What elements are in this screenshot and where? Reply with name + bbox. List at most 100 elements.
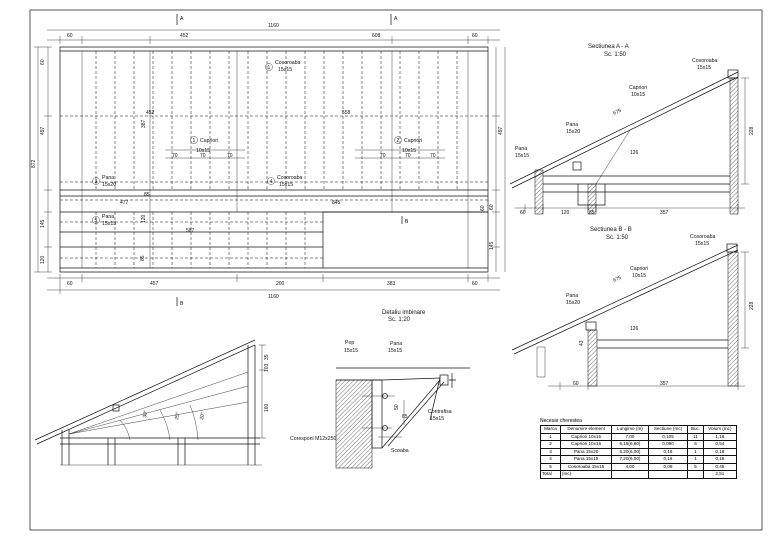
table-cell: 2: [540, 440, 561, 449]
header-cell: Denumire element: [559, 425, 613, 434]
table-cell: 0,090: [647, 440, 689, 449]
table-cell: 7,20(6,00): [611, 455, 649, 464]
member-label: 15x15: [344, 348, 358, 354]
header-cell: Sectiune (mc): [647, 425, 689, 434]
dim-text: 70: [430, 153, 436, 159]
dim-text: 35: [264, 354, 270, 360]
section-mark: B: [405, 219, 409, 225]
member-label: Pana: [102, 214, 114, 220]
dim-text: 452: [180, 33, 189, 39]
member-label: Scoaba: [391, 448, 409, 454]
member-label: Pana: [102, 175, 114, 181]
member-label: 15x20: [102, 182, 116, 188]
table-cell: 6: [687, 440, 704, 449]
dim-text: 85: [140, 255, 146, 261]
member-label: 15x15: [515, 153, 529, 159]
dim-text: 357: [660, 381, 669, 387]
member-label: Pop: [345, 340, 354, 346]
section-mark: A: [180, 16, 184, 22]
table-cell: [687, 470, 704, 479]
dim-text: 20°: [199, 412, 206, 420]
table-cell: 5,20(6,00): [611, 447, 649, 456]
dim-text: 60: [40, 59, 46, 65]
dim-text: 872: [31, 159, 37, 168]
section-scale: Sc. 1:50: [604, 52, 627, 58]
section-a-a: [509, 69, 749, 215]
joint-detail: [335, 367, 470, 469]
detail-scale: Sc. 1:20: [388, 317, 411, 323]
member-label: 15x15: [278, 67, 292, 73]
truss-elevation: [34, 339, 266, 466]
dim-text: 608: [372, 33, 381, 39]
member-label: 15x15: [695, 241, 709, 247]
dim-text: 60: [472, 33, 478, 39]
section-mark: A: [394, 16, 398, 22]
table-cell: Pana 15x20: [559, 447, 613, 456]
dim-text: 120: [40, 255, 46, 264]
dim-text: 452: [146, 110, 155, 116]
member-label: 15x15: [430, 416, 444, 422]
table-cell: 6,15(6,90): [611, 440, 649, 449]
dim-text: 85: [144, 192, 150, 198]
member-label: Pana: [515, 146, 527, 152]
member-label: Pana: [390, 341, 402, 347]
member-label: 10x15: [402, 148, 416, 154]
table-cell: Capriori 10x15: [559, 440, 613, 449]
dim-text: 457: [150, 281, 159, 287]
joint-detail-labels: Detaliu imbinare Sc. 1:20 Pop 15x15 Pana…: [290, 310, 452, 454]
member-mark: 3: [95, 179, 98, 185]
member-label: Pana: [566, 122, 578, 128]
table-caption: Necesar cherestea: [540, 418, 582, 424]
dim-text: 675: [612, 275, 622, 284]
table-cell: 1: [540, 432, 561, 441]
dim-text: 357: [660, 210, 669, 216]
member-label: 10x15: [196, 148, 210, 154]
table-header-row: Marca Denumire element Lungime (m) Secti…: [540, 425, 738, 434]
header-cell: Marca: [540, 425, 561, 434]
plan-dimension-labels: 1160 60 452 608 60 1160 60 457 200 383 6…: [31, 16, 504, 307]
dim-text: 60: [67, 281, 73, 287]
dim-text: 558: [342, 110, 351, 116]
member-label: 15x15: [388, 348, 402, 354]
dim-text: 103: [264, 363, 270, 372]
member-label: Coresponl M12x250: [290, 436, 337, 442]
dim-text: 60: [573, 381, 579, 387]
table-cell: 0,16: [647, 455, 689, 464]
member-label: Cosoroaba: [275, 60, 300, 66]
section-b-b-labels: Sectiunea B - B Sc. 1:50 Cosoroaba 15x15…: [566, 227, 755, 387]
dim-text: 70: [227, 153, 233, 159]
dim-text: 675: [612, 108, 622, 117]
truss-labels: 35 103 160 30° 25° 20°: [142, 354, 270, 420]
dim-text: 85: [589, 210, 595, 216]
table-cell: 0,18: [647, 447, 689, 456]
dim-text: 50: [394, 404, 400, 410]
dim-text: 1160: [268, 294, 279, 300]
table-cell: 0,54: [702, 440, 738, 449]
table-row: 2 Capriori 10x15 6,15(6,90) 0,090 6 0,54: [540, 440, 738, 449]
table-row: 1 Capriori 10x15 7,00 0,105 11 1,16: [540, 432, 738, 441]
dim-text: 70: [172, 153, 178, 159]
dim-text: 70: [200, 153, 206, 159]
bom-table: Marca Denumire element Lungime (m) Secti…: [540, 425, 738, 479]
table-cell: 0,45: [702, 462, 738, 471]
dim-text: 145: [489, 241, 495, 250]
member-label: Capriori: [630, 266, 648, 272]
table-cell: 5: [540, 462, 561, 471]
dim-text: 387: [141, 119, 147, 128]
sheet-border: [29, 9, 763, 531]
member-label: Contrafisa: [428, 409, 452, 415]
roof-plan: [34, 14, 506, 306]
member-label: Cosoroaba: [690, 234, 715, 240]
table-cell: 4: [540, 455, 561, 464]
table-total-row: Total (mc) 2,51: [540, 470, 738, 479]
table-cell: 5: [687, 462, 704, 471]
dim-text: 200: [276, 281, 285, 287]
table-row: 5 Cosoroaba 15x15 4,00 0,09 5 0,45: [540, 462, 738, 471]
table-cell: 0,105: [647, 432, 689, 441]
member-mark: 5: [95, 218, 98, 224]
table-cell: 1: [687, 447, 704, 456]
member-mark: 2: [397, 138, 400, 144]
dim-text: 477: [120, 200, 129, 206]
member-label: Cosoroaba: [692, 58, 717, 64]
